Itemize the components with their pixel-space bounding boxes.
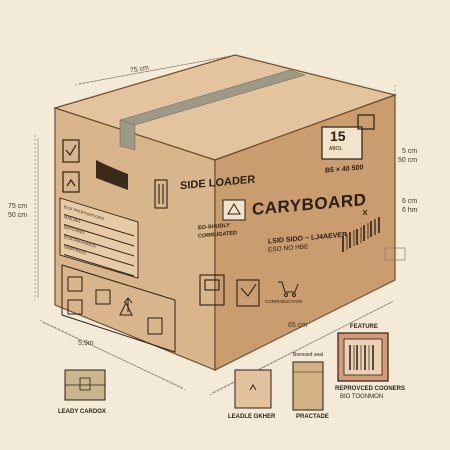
handle-hole xyxy=(96,160,128,190)
size-badge xyxy=(321,126,363,160)
dimension-right-label-2: 50 cm xyxy=(398,157,418,164)
cart-icon xyxy=(278,281,299,297)
inset-1-caption: LEADY CARDOX xyxy=(58,409,106,415)
dimension-left-label-2: 50 cm xyxy=(8,212,28,219)
inset-3-caption: PRACTADE xyxy=(296,414,329,420)
inset-3-top-label: Boexsed seal xyxy=(293,352,324,358)
shipping-form-panel xyxy=(59,197,139,279)
inset-4-top-label: FEATURE xyxy=(350,324,378,330)
inset-4-caption: REPROVCED COONERS xyxy=(335,386,406,392)
inset-4 xyxy=(337,332,389,382)
dimension-right-label-3: 6 cm xyxy=(402,198,418,205)
inset-3 xyxy=(292,361,324,411)
badge-number: 15 xyxy=(330,128,346,144)
box-right-face xyxy=(214,94,396,371)
inset-1 xyxy=(64,369,106,401)
stacking-icons xyxy=(154,179,260,307)
hand-icon xyxy=(357,114,375,130)
dimension-right-label-4: 6 hm xyxy=(402,207,418,214)
inset-2 xyxy=(234,369,272,409)
inset-2-caption: LEADLE GKHER xyxy=(228,414,276,420)
barcode xyxy=(342,217,380,252)
dimension-left-label: 75 cm xyxy=(8,203,28,210)
cart-caption: CORRODUCTION xyxy=(265,299,303,304)
recycle-icon xyxy=(222,199,246,221)
handling-icons-panel xyxy=(61,264,176,353)
dimension-bottom-label: 65 cm xyxy=(288,322,308,329)
badge-sub: ABOL xyxy=(329,146,343,152)
dimension-bottom-left-label: 5,9m xyxy=(78,340,94,347)
handling-icons-left xyxy=(62,139,80,193)
inset-4-caption-2: BIO TOGNMON xyxy=(340,394,384,400)
dimension-right-label-1: 5 cm xyxy=(402,148,418,155)
